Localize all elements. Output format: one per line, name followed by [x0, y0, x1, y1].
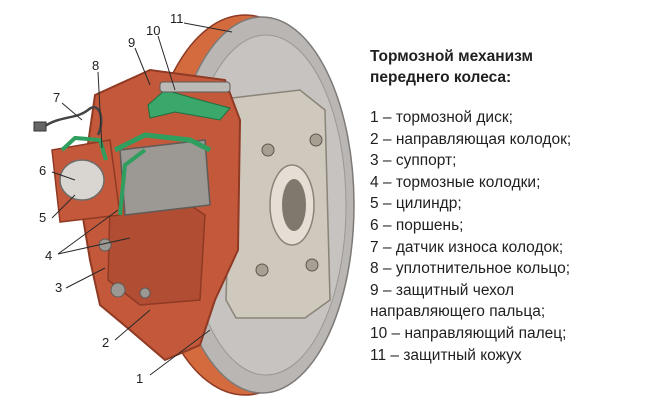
callout-10: 10: [146, 23, 160, 38]
caliper-bolt: [110, 282, 126, 298]
callout-7: 7: [53, 90, 60, 105]
wheel-stud: [261, 143, 275, 157]
legend-title-line: Тормозной механизм: [370, 48, 533, 65]
caliper-bolt: [139, 287, 151, 299]
callout-8: 8: [92, 58, 99, 73]
guide-pin: [159, 81, 231, 93]
legend-item-2: 2 – направляющая колодок;: [370, 130, 572, 148]
callout-4: 4: [45, 248, 52, 263]
callout-9: 9: [128, 35, 135, 50]
leader-lines: [51, 22, 233, 376]
piston: [59, 159, 105, 201]
brake-pads: [119, 139, 211, 216]
callout-5: 5: [39, 210, 46, 225]
green-seal: [113, 132, 212, 153]
legend-item-3: 3 – суппорт;: [370, 152, 457, 170]
callout-6: 6: [39, 163, 46, 178]
legend-item-10: 10 – направляющий палец;: [370, 324, 567, 342]
legend-item-8: 8 – уплотнительное кольцо;: [370, 260, 571, 278]
wheel-stud: [309, 133, 323, 147]
legend-item-7: 7 – датчик износа колодок;: [370, 238, 564, 256]
callout-2: 2: [102, 335, 109, 350]
legend-item-11: 11 – защитный кожух: [370, 346, 522, 364]
legend-title: Тормозной механизм переднего колеса:: [370, 46, 655, 88]
wear-sensor-plug: [33, 121, 47, 132]
wheel-stud: [305, 258, 319, 272]
green-pad-edge: [118, 148, 147, 216]
wheel-stud: [255, 263, 269, 277]
hub-center-hole: [282, 179, 306, 231]
legend-item-1: 1 – тормозной диск;: [370, 109, 513, 126]
callout-1: 1: [136, 371, 143, 386]
callout-11: 11: [170, 11, 184, 26]
legend-title-line: переднего колеса:: [370, 69, 512, 86]
legend-panel: Тормозной механизм переднего колеса: 1 –…: [370, 46, 655, 366]
legend-item-6: 6 – поршень;: [370, 216, 464, 234]
callout-3: 3: [55, 280, 62, 295]
brake-mechanism-illustration: 1 2 3 4 5 6 7 8 9 10 11: [33, 11, 355, 396]
legend-item-4: 4 – тормозные колодки;: [370, 173, 541, 191]
legend-item-5: 5 – цилиндр;: [370, 195, 462, 213]
legend-item-9: 9 – защитный чехол направляющего пальца;: [370, 281, 546, 321]
green-cylinder-seal: [60, 135, 108, 161]
